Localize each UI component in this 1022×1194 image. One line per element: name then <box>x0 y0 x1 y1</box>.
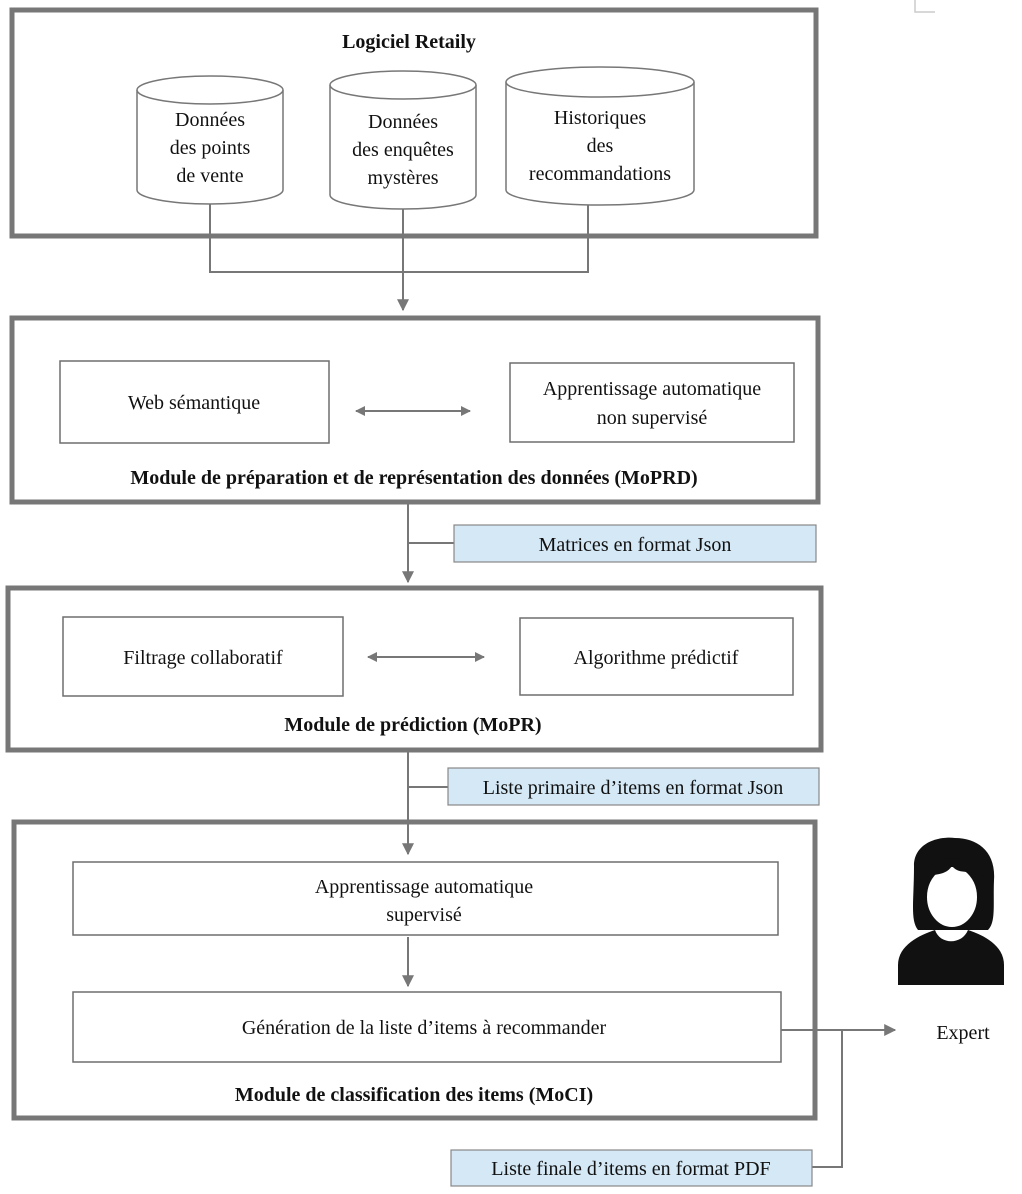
db3-line-3: recommandations <box>529 163 671 185</box>
liste-primaire-json-label: Liste primaire d’items en format Json <box>483 777 783 799</box>
db1-line-3: de vente <box>176 165 243 187</box>
moprd-frame <box>9 315 821 505</box>
db2-line-3: mystères <box>367 167 438 189</box>
database-points-de-vente: Données des points de vente <box>136 75 284 205</box>
db1-line-1: Données <box>175 109 245 131</box>
db3-line-2: des <box>587 135 614 157</box>
output-to-expert: Liste finale d’items en format PDF <box>450 1024 897 1187</box>
liste-finale-pdf-tag <box>450 1149 813 1187</box>
apprentissage-non-supervise-line-2: non supervisé <box>597 407 708 429</box>
person-silhouette-icon <box>884 835 1016 997</box>
algorithme-predictif-box <box>519 617 794 696</box>
apprentissage-supervise-line-1: Apprentissage automatique <box>315 876 533 898</box>
db3-line-1: Historiques <box>554 107 646 129</box>
generation-liste-box <box>72 991 782 1063</box>
moci-title: Module de classification des items (MoCI… <box>235 1084 593 1106</box>
web-semantique-box <box>59 360 330 444</box>
matrices-json-label: Matrices en format Json <box>539 534 732 556</box>
mopr-frame <box>5 585 824 753</box>
retaily-section: Logiciel Retaily Données des points de v… <box>9 7 819 239</box>
retaily-connectors <box>209 204 589 312</box>
matrices-json-tag <box>453 524 817 563</box>
moprd-to-mopr-connector: Matrices en format Json <box>402 504 817 584</box>
liste-primaire-json-tag <box>447 767 820 806</box>
moci-section: Apprentissage automatique supervisé Géné… <box>11 819 818 1121</box>
apprentissage-non-supervise-line-1: Apprentissage automatique <box>543 378 761 400</box>
moprd-section: Web sémantique Apprentissage automatique… <box>9 315 821 505</box>
database-historiques-recommandations: Historiques des recommandations <box>505 66 695 206</box>
mopr-to-moci-connector: Liste primaire d’items en format Json <box>402 752 820 856</box>
filtrage-collaboratif-label: Filtrage collaboratif <box>123 647 283 669</box>
apprentissage-supervise-line-2: supervisé <box>386 904 462 926</box>
liste-finale-pdf-label: Liste finale d’items en format PDF <box>491 1158 770 1180</box>
apprentissage-non-supervise-box <box>509 362 795 443</box>
retaily-title: Logiciel Retaily <box>342 31 476 53</box>
retaily-frame <box>9 7 819 239</box>
mopr-title: Module de prédiction (MoPR) <box>284 714 541 736</box>
expert-label: Expert <box>936 1022 990 1044</box>
moprd-title: Module de préparation et de représentati… <box>130 467 697 489</box>
moci-frame <box>11 819 818 1121</box>
db2-line-1: Données <box>368 111 438 133</box>
apprentissage-supervise-box <box>72 861 779 936</box>
db1-line-2: des points <box>170 137 251 159</box>
filtrage-collaboratif-box <box>62 616 344 697</box>
generation-liste-label: Génération de la liste d’items à recomma… <box>242 1017 607 1039</box>
mopr-section: Filtrage collaboratif Algorithme prédict… <box>5 585 824 753</box>
db2-line-2: des enquêtes <box>352 139 454 161</box>
corner-mark <box>914 0 935 13</box>
web-semantique-label: Web sémantique <box>128 392 260 414</box>
database-enquetes-mysteres: Données des enquêtes mystères <box>329 70 477 210</box>
algorithme-predictif-label: Algorithme prédictif <box>574 647 739 669</box>
